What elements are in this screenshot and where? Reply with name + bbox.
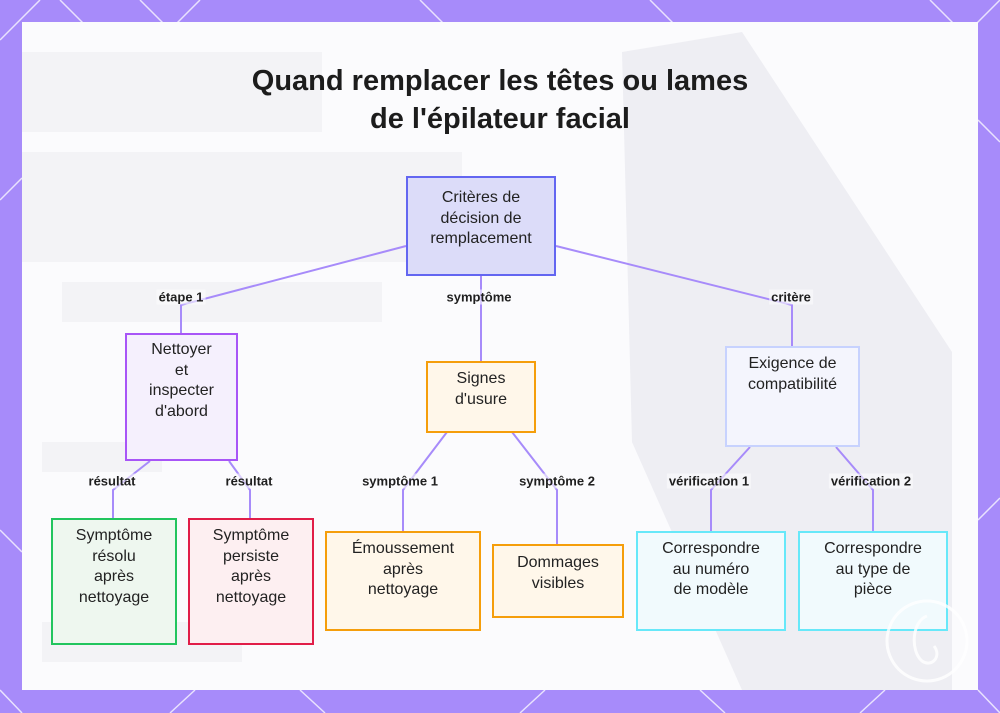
node-line: Correspondre bbox=[662, 540, 760, 557]
connector-root-compat bbox=[555, 245, 793, 346]
node-line: inspecter bbox=[149, 382, 214, 399]
node-line: d'abord bbox=[155, 402, 208, 420]
edge-label-criterion: critère bbox=[769, 289, 813, 305]
node-line: décision de bbox=[440, 209, 522, 227]
node-match-part-type: Correspondre au type de pièce bbox=[798, 531, 948, 631]
connector-clean-resolved bbox=[112, 460, 151, 518]
node-line: compatibilité bbox=[748, 375, 837, 393]
edge-label-check-1: vérification 1 bbox=[666, 473, 752, 489]
node-line: Dommages bbox=[517, 554, 599, 571]
node-line: nettoyage bbox=[367, 581, 439, 598]
edge-label-symptom-2: symptôme 2 bbox=[517, 473, 597, 489]
node-line: persiste bbox=[222, 547, 280, 565]
edge-label-symptom: symptôme bbox=[444, 289, 514, 305]
node-line: Correspondre bbox=[824, 540, 922, 557]
node-line: après bbox=[382, 560, 423, 578]
node-line: Symptôme bbox=[212, 527, 290, 544]
title-line-2: de l'épilateur facial bbox=[370, 103, 630, 135]
edge-label-step-1: étape 1 bbox=[156, 289, 206, 305]
node-line: et bbox=[174, 361, 189, 379]
node-line: pièce bbox=[853, 581, 893, 598]
node-wear-signs: Signes d'usure bbox=[426, 361, 536, 433]
node-line: Nettoyer bbox=[151, 341, 212, 358]
title-line-1: Quand remplacer les têtes ou lames bbox=[251, 65, 749, 97]
node-line: après bbox=[93, 568, 135, 585]
connector-root-clean bbox=[180, 245, 407, 333]
node-line: résolu bbox=[92, 547, 136, 565]
connector-compat-parttype bbox=[835, 446, 874, 531]
edge-label-result-b: résultat bbox=[223, 473, 275, 489]
node-line: de modèle bbox=[673, 581, 749, 598]
connector-wear-damage bbox=[511, 431, 558, 544]
connector-clean-persists bbox=[228, 460, 251, 518]
node-line: remplacement bbox=[430, 230, 532, 247]
node-clean-inspect: Nettoyer et inspecter d'abord bbox=[125, 333, 238, 461]
node-decision-criteria: Critères de décision de remplacement bbox=[406, 176, 556, 276]
node-line: nettoyage bbox=[78, 588, 150, 606]
node-line: après bbox=[230, 568, 272, 585]
node-line: Exigence de bbox=[748, 355, 837, 372]
node-line: Émoussement bbox=[351, 540, 455, 557]
node-symptom-resolved: Symptôme résolu après nettoyage bbox=[51, 518, 177, 645]
node-compatibility: Exigence de compatibilité bbox=[725, 346, 860, 447]
node-line: Signes bbox=[456, 370, 506, 387]
node-line: visibles bbox=[531, 574, 585, 592]
edge-label-symptom-1: symptôme 1 bbox=[360, 473, 440, 489]
connector-compat-model bbox=[710, 446, 751, 531]
node-line: au numéro bbox=[672, 560, 750, 578]
node-symptom-persists: Symptôme persiste après nettoyage bbox=[188, 518, 314, 645]
edge-label-check-2: vérification 2 bbox=[828, 473, 914, 489]
node-line: d'usure bbox=[455, 390, 507, 408]
watermark-logo bbox=[885, 599, 969, 683]
node-visible-damage: Dommages visibles bbox=[492, 544, 624, 618]
edge-label-result-a: résultat bbox=[86, 473, 138, 489]
diagram-title: Quand remplacer les têtes ou lames de l'… bbox=[0, 62, 1000, 138]
node-line: nettoyage bbox=[215, 588, 287, 606]
node-line: Symptôme bbox=[75, 527, 153, 544]
node-line: Critères de bbox=[441, 189, 521, 206]
node-dullness: Émoussement après nettoyage bbox=[325, 531, 481, 631]
node-line: au type de bbox=[835, 560, 911, 578]
connector-wear-dull bbox=[402, 431, 448, 531]
node-match-model: Correspondre au numéro de modèle bbox=[636, 531, 786, 631]
